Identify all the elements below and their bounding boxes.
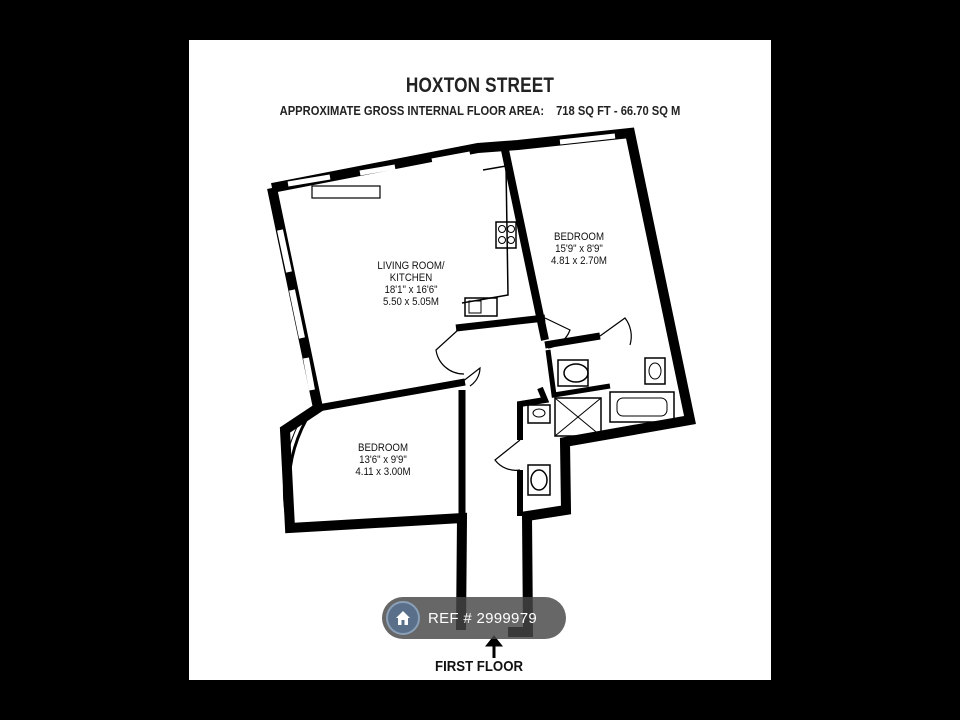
room-bedroom-1: BEDROOM 15'9" x 8'9" 4.81 x 2.70M [526, 231, 632, 267]
plan-title: HOXTON STREET [405, 74, 555, 97]
room-metric: 4.11 x 3.00M [355, 466, 411, 478]
floor-plan-drawing [267, 127, 696, 658]
ref-number: REF # 2999979 [428, 609, 537, 627]
area-label: APPROXIMATE GROSS INTERNAL FLOOR AREA: [279, 103, 545, 118]
outer-wall [271, 127, 696, 637]
ref-badge: REF # 2999979 [382, 597, 566, 639]
room-living-kitchen: LIVING ROOM/ KITCHEN 18'1" x 16'6" 5.50 … [349, 260, 472, 308]
home-icon [386, 601, 420, 635]
room-imperial: 13'6" x 9'9" [359, 454, 407, 466]
plan-subtitle: APPROXIMATE GROSS INTERNAL FLOOR AREA: 71… [230, 103, 731, 118]
room-name-line2: KITCHEN [389, 272, 433, 284]
floor-label: FIRST FLOOR [435, 658, 523, 675]
area-value: 718 SQ FT - 66.70 SQ M [556, 103, 681, 118]
room-name: BEDROOM [357, 442, 409, 454]
room-bedroom-2: BEDROOM 13'6" x 9'9" 4.11 x 3.00M [330, 442, 436, 478]
room-imperial: 15'9" x 8'9" [555, 243, 603, 255]
outer-wall-left [267, 186, 468, 631]
room-imperial: 18'1" x 16'6" [384, 284, 438, 296]
floor-plan-sheet: HOXTON STREET APPROXIMATE GROSS INTERNAL… [189, 40, 771, 680]
room-metric: 5.50 x 5.05M [383, 296, 439, 308]
room-name: BEDROOM [553, 231, 605, 243]
room-name: LIVING ROOM/ [377, 260, 445, 272]
room-metric: 4.81 x 2.70M [551, 255, 607, 267]
